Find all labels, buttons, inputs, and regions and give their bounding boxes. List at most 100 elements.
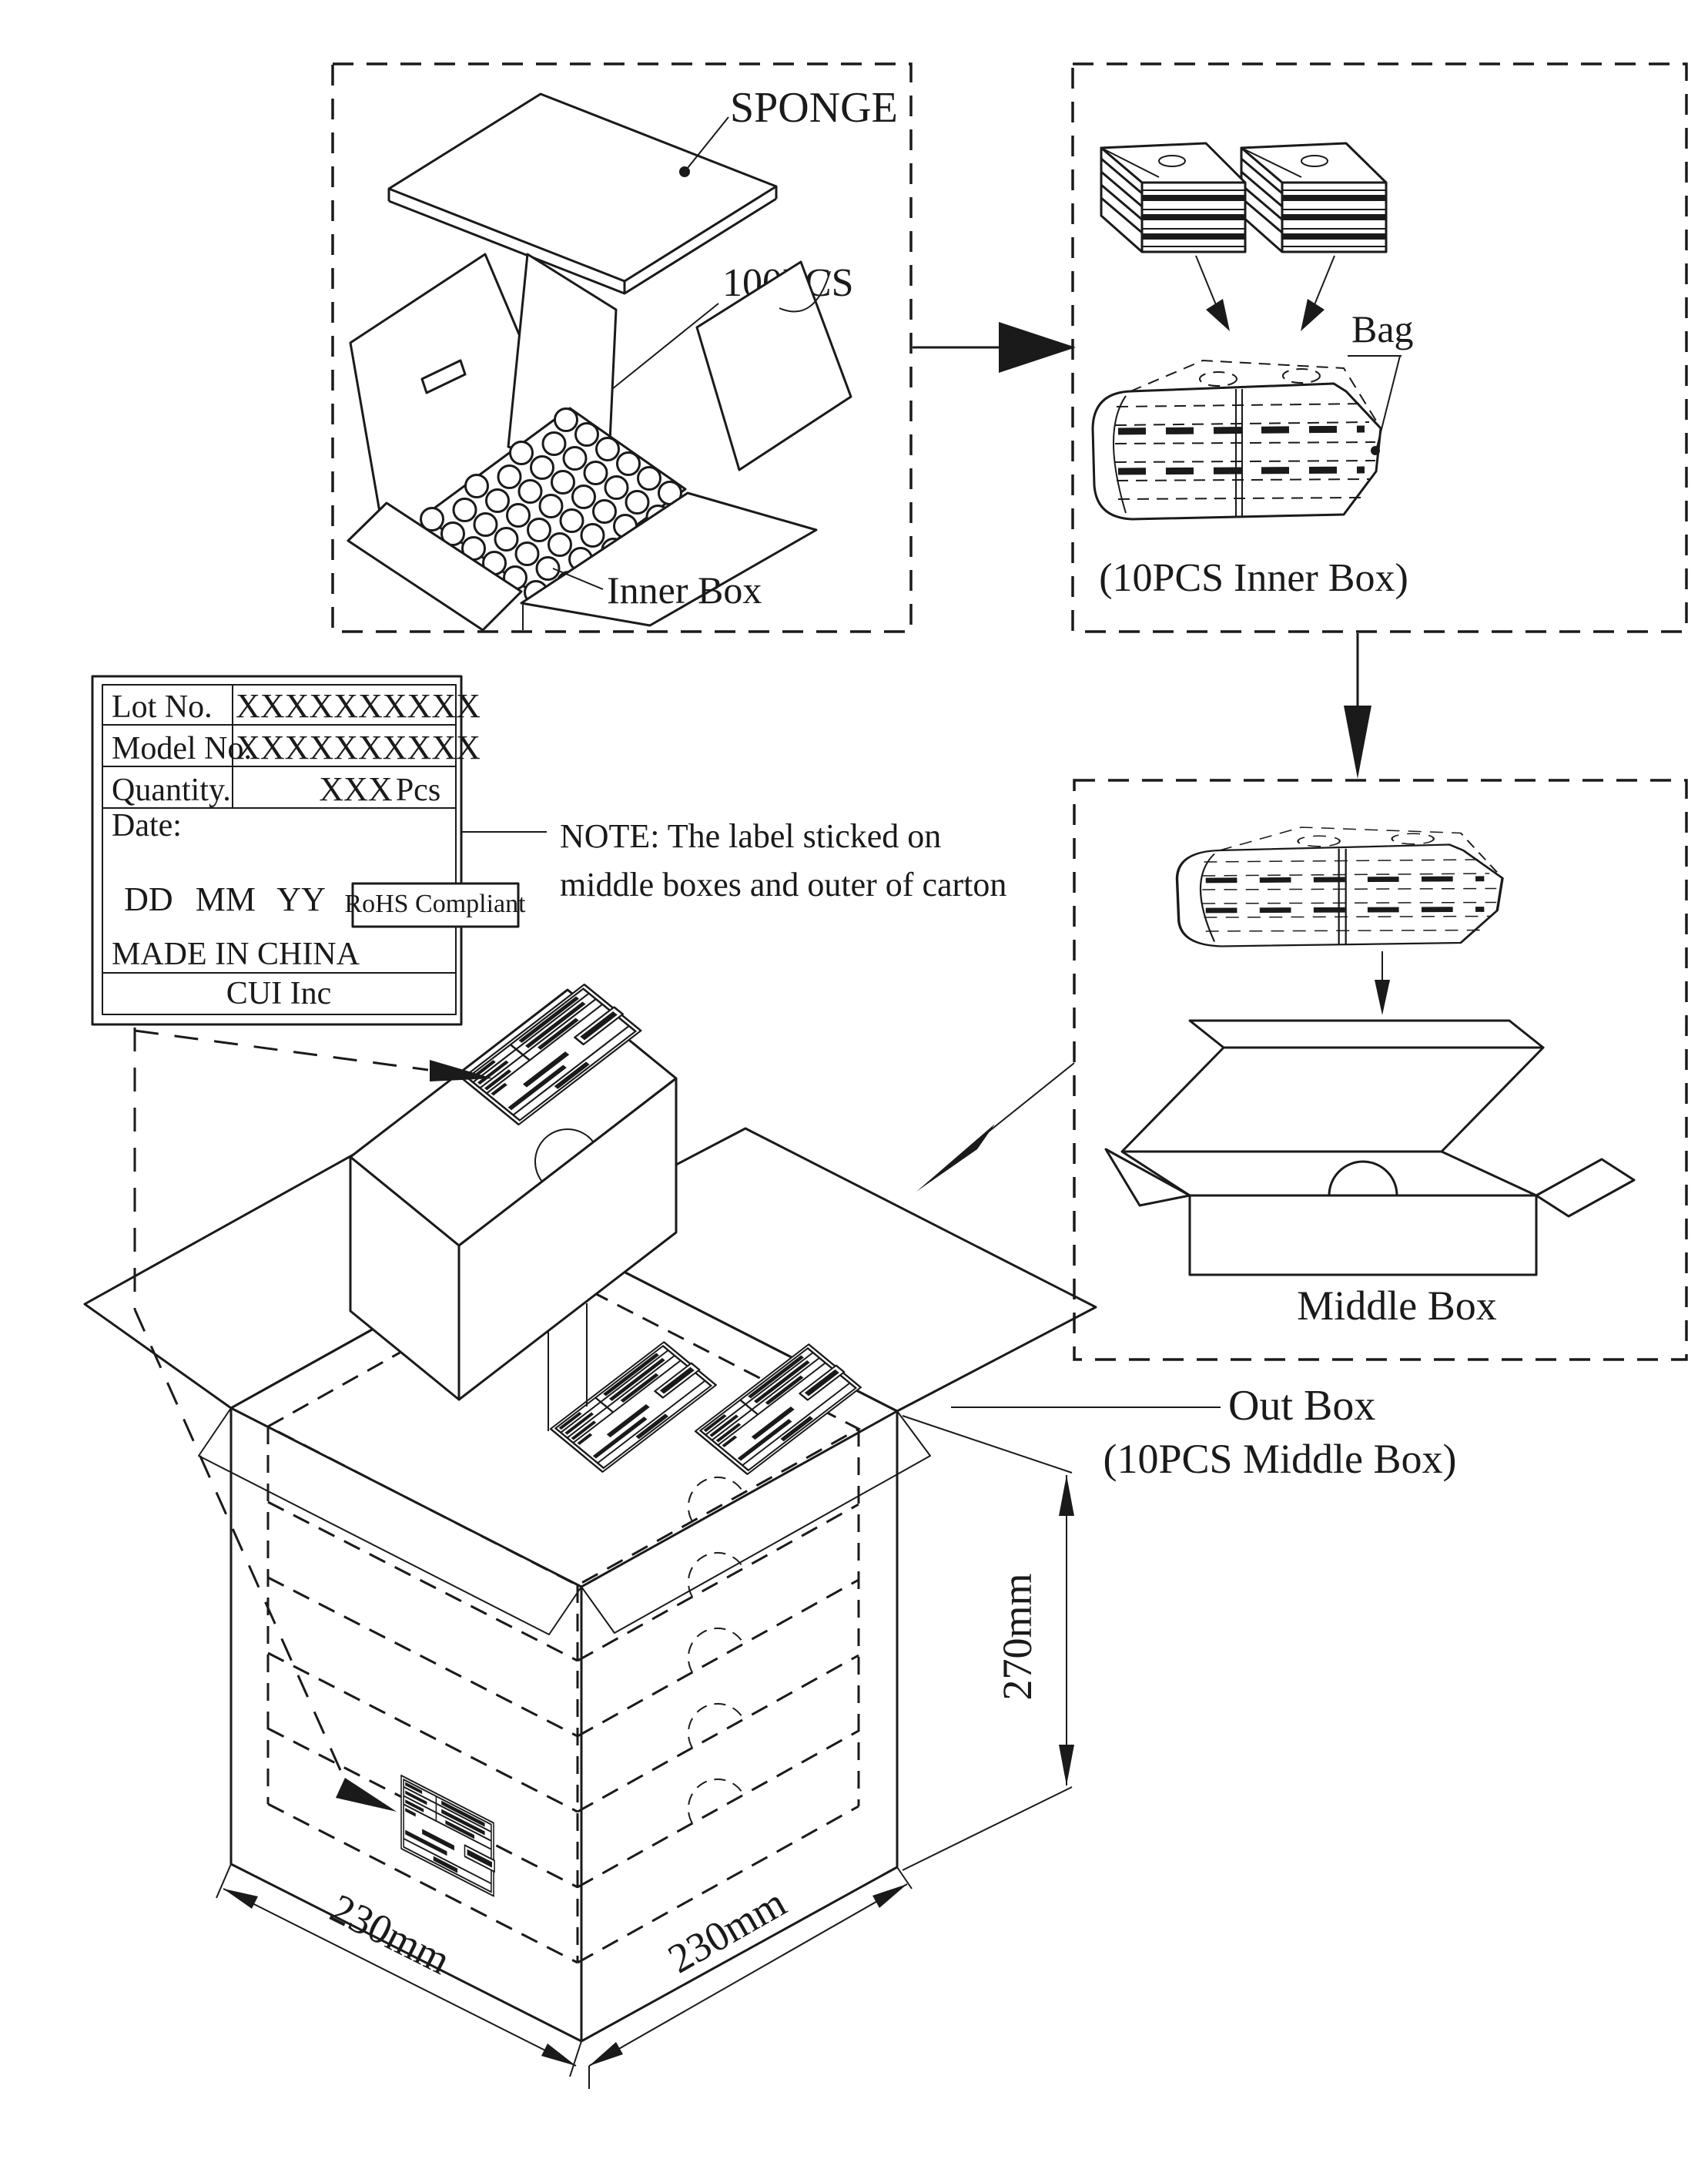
qty-value: XXX (319, 770, 392, 808)
hatch-line (1100, 196, 1143, 234)
inner-box-stack-left (1100, 142, 1247, 253)
hand-hole (1158, 155, 1186, 167)
label-outer-border (91, 675, 463, 1026)
stack-layer-line (577, 1654, 859, 1813)
model-key: Model No. (112, 731, 252, 766)
qty-unit: Pcs (396, 773, 440, 808)
stack-drop-arrow-left (1195, 255, 1230, 331)
part-circle (517, 479, 543, 504)
part-circle (548, 532, 572, 557)
carton-bottom-left-edge (230, 1863, 582, 2043)
bundle-top-hint (1130, 359, 1381, 429)
dim-width-text: 230mm (323, 1885, 457, 1983)
panel-middle-box (1073, 779, 1688, 1361)
rohs-box (351, 882, 520, 928)
carton-front-label (400, 1774, 496, 1898)
dim-height-text: 270mm (994, 1573, 1040, 1700)
flap-front-left (347, 501, 523, 632)
part-circle (604, 475, 629, 500)
dim-depth-text: 230mm (661, 1879, 794, 1982)
hatch-line (1241, 170, 1283, 208)
rohs-text: RoHS Compliant (344, 890, 526, 918)
date-value: DD MM YY (124, 880, 326, 918)
part-circle (506, 503, 531, 528)
panel-inner-box (331, 62, 913, 633)
carton-bottom-right-edge (581, 1866, 898, 2043)
part-circle (625, 490, 650, 515)
hatch-line (1241, 196, 1283, 234)
right-flap (1535, 1158, 1636, 1218)
extension-line (902, 1786, 1073, 1871)
inner-box-leader (552, 568, 604, 590)
inner-box-parts (420, 407, 682, 605)
box-right-face (457, 1077, 678, 1401)
part-circle (541, 431, 567, 456)
stack-notch (687, 1778, 744, 1824)
part-circle (574, 422, 599, 447)
out-box-caption-2: (10PCS Middle Box) (1103, 1436, 1456, 1482)
bag-caption: (10PCS Inner Box) (1099, 556, 1408, 600)
bundle-strip (1117, 466, 1365, 475)
stack-layer-line (577, 1503, 859, 1662)
stack-top-label-2 (694, 1343, 863, 1476)
part-circle (583, 461, 608, 485)
origin-text: MADE IN CHINA (112, 937, 360, 972)
bag-label: Bag (1351, 307, 1414, 350)
dimension-height: 270mm (902, 1415, 1074, 1871)
part-circle (494, 527, 519, 552)
bagged-bundle (1091, 359, 1382, 521)
part-circle (538, 494, 564, 518)
sponge-sheet (387, 92, 778, 295)
dimension-width-left: 230mm (216, 1863, 582, 2077)
flap-slot (420, 359, 467, 394)
date-key: Date: (112, 808, 182, 843)
pcs-leader-line (611, 303, 719, 390)
part-circle (562, 446, 588, 471)
front-face (1188, 1194, 1538, 1276)
hatch-line (1241, 157, 1283, 195)
bag-illustration: Bag (10PCS Inner Box) (1091, 142, 1414, 600)
stack-drop-arrow-right (1301, 255, 1335, 331)
stack-notch (687, 1551, 744, 1598)
stack-strip (1142, 214, 1245, 220)
sponge-label: SPONGE (730, 84, 898, 132)
extension-line (216, 1863, 232, 1899)
stack-strip (1142, 195, 1245, 201)
part-circle (559, 508, 584, 533)
hatch-line (1241, 183, 1283, 221)
hatch-line (1100, 157, 1143, 195)
part-circle (514, 542, 540, 566)
part-circle (637, 466, 661, 491)
closed-middle-box (349, 982, 678, 1407)
part-circle (595, 437, 620, 461)
part-circle (473, 512, 498, 537)
bagged-bundle-small (1177, 827, 1502, 947)
bundle-strip (1117, 425, 1365, 435)
flap-curl (779, 270, 831, 313)
inner-box-caption: Inner Box (607, 568, 762, 612)
company-text: CUI Inc (226, 976, 331, 1011)
label-leaders (133, 1028, 493, 1812)
part-circle (440, 521, 465, 546)
lot-value: XXXXXXXXXX (236, 687, 481, 725)
stack-layer-line (577, 1729, 859, 1889)
part-circle (509, 441, 534, 465)
stack-strip (1282, 233, 1386, 240)
lid-top (1188, 1019, 1545, 1049)
bag-leader-line (1376, 355, 1401, 448)
part-circle (571, 484, 596, 509)
stack-notch (687, 1627, 744, 1673)
bundle-drop-arrow (1375, 951, 1390, 1015)
stack-top-label-1 (549, 1340, 718, 1474)
part-circle (452, 498, 477, 522)
flap-front-right (520, 491, 818, 627)
middle-box-stack (265, 1268, 863, 1964)
stack-layer-line (267, 1576, 578, 1738)
stack-strip (1142, 233, 1245, 240)
note-line2: middle boxes and outer of carton (560, 866, 1006, 904)
stack-strip (1282, 195, 1386, 201)
part-circle (554, 407, 578, 432)
part-circle (580, 523, 605, 548)
hatch-line (1100, 183, 1143, 221)
